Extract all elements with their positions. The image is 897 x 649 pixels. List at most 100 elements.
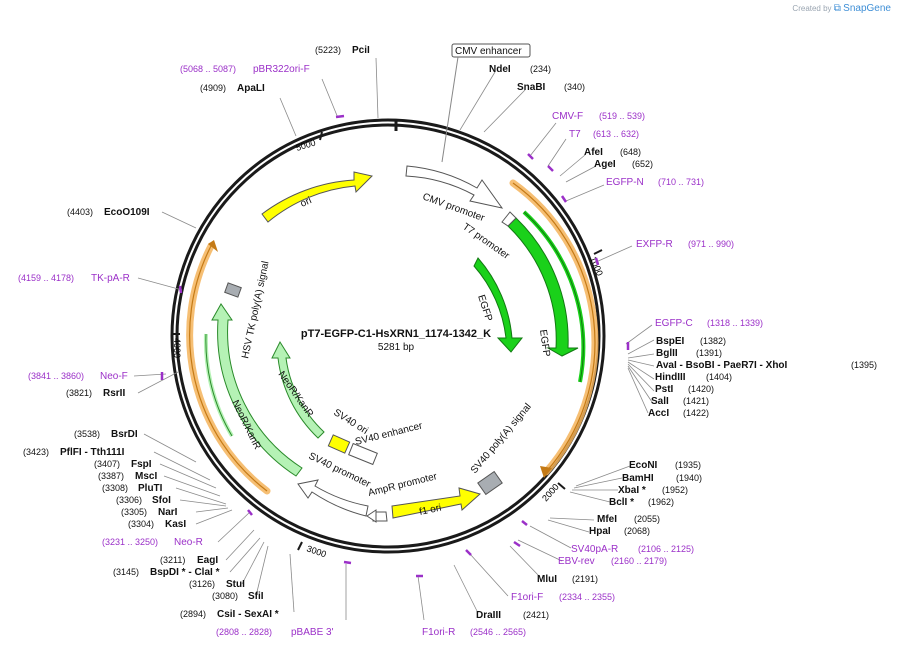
label-sv40-ori: SV40 ori xyxy=(331,407,369,437)
site-leaders xyxy=(133,57,655,621)
site-msci: (3387)MscI xyxy=(98,471,157,482)
site-tk-pa-r: (4159 .. 4178)TK-pA-R xyxy=(18,273,130,284)
svg-text:(613 .. 632): (613 .. 632) xyxy=(593,129,639,139)
tick-label-4000: 4000 xyxy=(172,338,182,358)
svg-text:(340): (340) xyxy=(564,82,585,92)
svg-text:(1422): (1422) xyxy=(683,408,709,418)
feature-ori xyxy=(261,171,373,223)
tick-4000: 4000 xyxy=(172,333,182,358)
svg-text:(3305): (3305) xyxy=(121,507,147,517)
svg-text:(652): (652) xyxy=(632,159,653,169)
feature-egfp-inner xyxy=(473,257,524,353)
label-egfp-outer: EGFP xyxy=(537,329,552,358)
svg-text:(2808 .. 2828): (2808 .. 2828) xyxy=(216,627,272,637)
svg-text:(4909): (4909) xyxy=(200,83,226,93)
svg-text:(2334 .. 2355): (2334 .. 2355) xyxy=(559,592,615,602)
site-neo-f: (3841 .. 3860)Neo-F xyxy=(28,371,128,382)
svg-text:EcoO109I: EcoO109I xyxy=(104,207,150,218)
svg-text:(2160 .. 2179): (2160 .. 2179) xyxy=(611,556,667,566)
svg-text:T7: T7 xyxy=(569,129,581,140)
svg-text:HpaI: HpaI xyxy=(589,526,611,537)
orange-arrowhead xyxy=(208,240,218,252)
credit-brand: SnapGene xyxy=(843,3,891,14)
site-bspdi-clai: (3145)BspDI * - ClaI * xyxy=(113,567,220,578)
feature-cmv-promoter xyxy=(405,165,504,209)
svg-text:(1395): (1395) xyxy=(851,360,877,370)
svg-text:PciI: PciI xyxy=(352,45,370,56)
credit-prefix: Created by xyxy=(792,4,832,13)
svg-text:EGFP-C: EGFP-C xyxy=(655,318,693,329)
svg-text:PstI: PstI xyxy=(655,384,674,395)
site-f1ori-r: F1ori-R(2546 .. 2565) xyxy=(422,627,526,638)
svg-text:(2546 .. 2565): (2546 .. 2565) xyxy=(470,627,526,637)
site-pbr322ori-f: (5068 .. 5087)pBR322ori-F xyxy=(180,64,310,75)
svg-text:F1ori-F: F1ori-F xyxy=(511,592,543,603)
svg-text:(2055): (2055) xyxy=(634,514,660,524)
svg-text:(1952): (1952) xyxy=(662,485,688,495)
svg-text:(1940): (1940) xyxy=(676,473,702,483)
svg-text:(3538): (3538) xyxy=(74,429,100,439)
svg-text:CsiI - SexAI *: CsiI - SexAI * xyxy=(217,609,279,620)
svg-text:KasI: KasI xyxy=(165,519,186,530)
svg-text:PluTI: PluTI xyxy=(138,483,163,494)
site-bglii: BglII(1391) xyxy=(656,348,722,359)
site-agei: AgeI(652) xyxy=(594,159,653,170)
svg-text:PflFI - Tth111I: PflFI - Tth111I xyxy=(60,447,125,458)
svg-text:SfiI: SfiI xyxy=(248,591,264,602)
site-snabi: SnaBI(340) xyxy=(517,82,585,93)
feature-neor-outer xyxy=(211,303,303,477)
site-hindiii: HindIII(1404) xyxy=(655,372,732,383)
svg-text:Neo-R: Neo-R xyxy=(174,537,203,548)
svg-text:BglII: BglII xyxy=(656,348,678,359)
orange-arrowhead xyxy=(540,466,552,478)
svg-text:NarI: NarI xyxy=(158,507,178,518)
center-title: pT7-EGFP-C1-HsXRN1_1174-1342_K 5281 bp xyxy=(301,328,491,353)
site-f1ori-f: F1ori-F (2334 .. 2355) xyxy=(511,592,615,603)
site-exfp-r: EXFP-R(971 .. 990) xyxy=(636,239,734,250)
site-apali: (4909) ApaLI xyxy=(200,83,265,94)
svg-text:(2421): (2421) xyxy=(523,610,549,620)
svg-text:MfeI: MfeI xyxy=(597,514,617,525)
site-bamhi: BamHI(1940) xyxy=(622,473,702,484)
svg-text:(1935): (1935) xyxy=(675,460,701,470)
svg-text:(3407): (3407) xyxy=(94,459,120,469)
plasmid-name: pT7-EGFP-C1-HsXRN1_1174-1342_K xyxy=(301,328,491,340)
svg-text:(4159 .. 4178): (4159 .. 4178) xyxy=(18,273,74,283)
snapgene-logo-icon: ⧉ xyxy=(833,3,841,14)
feature-sv40-promoter xyxy=(297,479,369,517)
svg-text:EagI: EagI xyxy=(197,555,218,566)
site-sfoi: (3306)SfoI xyxy=(116,495,171,506)
svg-text:DraIII: DraIII xyxy=(476,610,501,621)
cmv-enhancer-callout: CMV enhancer xyxy=(441,43,531,163)
svg-text:(3306): (3306) xyxy=(116,495,142,505)
site-pluti: (3308)PluTI xyxy=(102,483,163,494)
svg-text:FspI: FspI xyxy=(131,459,152,470)
site-psti: PstI(1420) xyxy=(655,384,714,395)
label-ori: ori xyxy=(299,195,314,210)
label-hsv-tk-polya: HSV TK poly(A) signal xyxy=(240,260,271,359)
backbone xyxy=(170,118,606,554)
site-pflfi-tth111i: (3423)PflFI - Tth111I xyxy=(23,447,125,458)
svg-text:(2068): (2068) xyxy=(624,526,650,536)
site-csii-sexai: (2894)CsiI - SexAI * xyxy=(180,609,279,620)
site-afei: AfeI(648) xyxy=(584,147,641,158)
svg-text:(3145): (3145) xyxy=(113,567,139,577)
site-ebv-rev: EBV-rev(2160 .. 2179) xyxy=(558,556,667,567)
site-sv40pa-r: SV40pA-R(2106 .. 2125) xyxy=(571,544,694,555)
svg-text:(3211): (3211) xyxy=(160,555,185,565)
svg-text:(234): (234) xyxy=(530,64,551,74)
svg-text:(1421): (1421) xyxy=(683,396,709,406)
primer-marks xyxy=(160,114,630,578)
site-hpai: HpaI (2068) xyxy=(589,526,650,537)
site-sali: SalI(1421) xyxy=(651,396,709,407)
feature-ampr-promoter xyxy=(366,509,388,523)
svg-text:BsrDI: BsrDI xyxy=(111,429,138,440)
svg-text:ApaLI: ApaLI xyxy=(237,83,265,94)
svg-text:BclI *: BclI * xyxy=(609,497,634,508)
site-avai-group: AvaI - BsoBI - PaeR7I - XhoI(1395) xyxy=(656,360,877,371)
svg-text:RsrII: RsrII xyxy=(103,388,125,399)
svg-text:AfeI: AfeI xyxy=(584,147,603,158)
svg-text:(710 .. 731): (710 .. 731) xyxy=(658,177,704,187)
svg-text:EcoNI: EcoNI xyxy=(629,460,658,471)
svg-text:AccI: AccI xyxy=(648,408,669,419)
